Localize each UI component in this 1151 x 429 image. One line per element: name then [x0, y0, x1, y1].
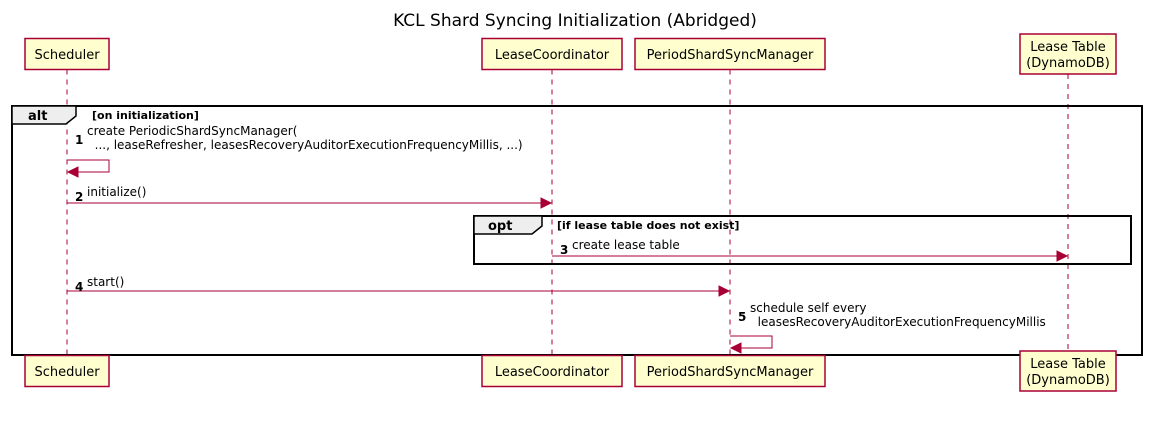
message-number: 1: [75, 133, 83, 147]
participant-label: Scheduler: [34, 365, 100, 380]
participant-label: PeriodShardSyncManager: [647, 48, 814, 63]
alt-fragment-condition: [on initialization]: [92, 109, 199, 122]
message-label: create lease table: [572, 238, 680, 252]
participant-box: [634, 354, 826, 388]
participant-box: [1019, 350, 1117, 392]
message-arrowhead: [540, 197, 553, 209]
diagram-title: KCL Shard Syncing Initialization (Abridg…: [393, 11, 757, 31]
participant-box: [24, 37, 110, 71]
message-number: 5: [738, 310, 746, 324]
alt-fragment-keyword: alt: [28, 109, 47, 124]
participant-label: Scheduler: [34, 48, 100, 63]
message-arrow-line: [730, 335, 773, 349]
participant-label: LeaseCoordinator: [495, 48, 610, 63]
message-label: ..., leaseRefresher, leasesRecoveryAudit…: [87, 138, 523, 152]
messages: 1 create PeriodicShardSyncManager( ..., l…: [66, 124, 1069, 354]
message-arrowhead: [729, 342, 742, 354]
participant-label: LeaseCoordinator: [495, 365, 610, 380]
message-1: 1 create PeriodicShardSyncManager( ..., l…: [66, 124, 523, 178]
participant-lease-table-bottom: Lease Table(DynamoDB): [1019, 350, 1117, 392]
message-2: 2 initialize(): [67, 185, 553, 209]
message-label: leasesRecoveryAuditorExecutionFrequencyM…: [750, 315, 1046, 329]
participant-box: [481, 354, 623, 388]
opt-fragment-keyword: opt: [488, 219, 512, 234]
message-arrow-line: [67, 159, 110, 173]
message-number: 3: [560, 243, 568, 257]
participant-box: [634, 37, 826, 71]
message-4: 4 start(): [67, 275, 731, 297]
message-5: 5 schedule self every leasesRecoveryAudit…: [729, 301, 1046, 354]
participants: SchedulerSchedulerLeaseCoordinatorLeaseC…: [24, 33, 1117, 392]
participant-scheduler-bottom: Scheduler: [24, 354, 110, 388]
participant-scheduler-top: Scheduler: [24, 37, 110, 71]
participant-box: [481, 37, 623, 71]
message-3: 3 create lease table: [552, 238, 1069, 262]
participant-box: [24, 354, 110, 388]
participant-label: Lease Table: [1030, 40, 1106, 55]
participant-label: PeriodShardSyncManager: [647, 365, 814, 380]
participant-box: [1019, 33, 1117, 75]
participant-lease-coordinator-top: LeaseCoordinator: [481, 37, 623, 71]
message-arrowhead: [1056, 250, 1069, 262]
message-number: 4: [75, 280, 83, 294]
message-arrowhead: [718, 285, 731, 297]
participant-label: (DynamoDB): [1026, 56, 1110, 71]
alt-fragment-tab: [11, 105, 77, 125]
participant-lease-coordinator-bottom: LeaseCoordinator: [481, 354, 623, 388]
message-label: create PeriodicShardSyncManager(: [87, 124, 297, 138]
message-label: initialize(): [87, 185, 146, 199]
message-label: schedule self every: [750, 301, 867, 315]
participant-period-shard-sync-manager-bottom: PeriodShardSyncManager: [634, 354, 826, 388]
opt-fragment-frame: [473, 215, 1132, 265]
participant-lease-table-top: Lease Table(DynamoDB): [1019, 33, 1117, 75]
participant-period-shard-sync-manager-top: PeriodShardSyncManager: [634, 37, 826, 71]
opt-fragment-condition: [if lease table does not exist]: [557, 219, 739, 232]
participant-label: Lease Table: [1030, 357, 1106, 372]
participant-label: (DynamoDB): [1026, 373, 1110, 388]
message-number: 2: [75, 190, 83, 204]
opt-fragment: opt [if lease table does not exist]: [473, 215, 1132, 265]
opt-fragment-tab: [473, 215, 543, 235]
message-label: start(): [87, 275, 124, 289]
message-arrowhead: [66, 166, 79, 178]
